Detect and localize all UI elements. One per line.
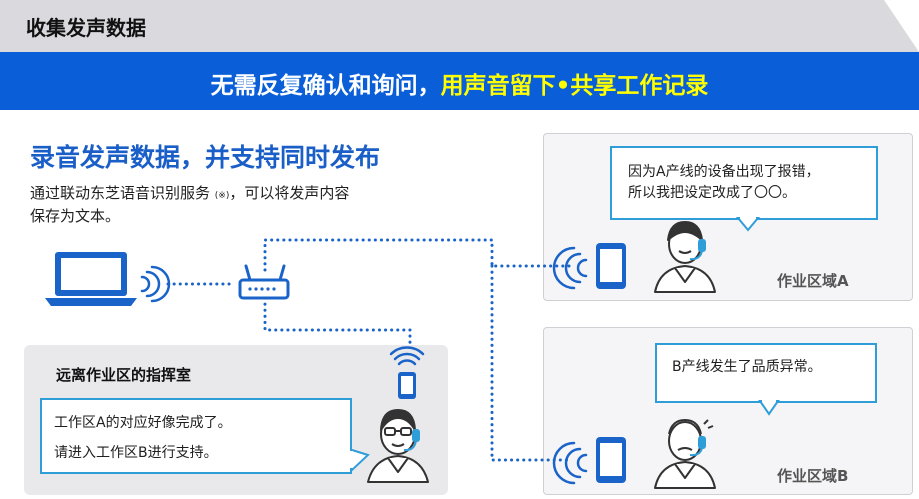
banner-text-plain: 无需反复确认和询问， [210, 73, 441, 99]
laptop-icon [45, 252, 137, 306]
banner-text-highlight: 用声音留下•共享工作记录 [440, 73, 709, 99]
headset-worker-icon [654, 221, 716, 293]
wifi-signal-icon [389, 346, 425, 366]
command-room-speech-bubble [40, 398, 352, 474]
wifi-signal-icon [552, 441, 588, 485]
header-bar [0, 0, 919, 52]
smartphone-icon [398, 372, 416, 399]
headset-worker-icon [654, 419, 716, 489]
command-room-label: 远离作业区的指挥室 [56, 366, 192, 384]
description-line-1: 通过联动东芝语音识别服务 (※)，可以将发声内容 [30, 182, 349, 203]
smartphone-icon [596, 437, 626, 483]
command-room-bubble-tail [351, 448, 370, 473]
zone-a-label: 作业区域A [777, 272, 849, 290]
zone-a-message-line-1: 因为A产线的设备出现了报错， [628, 164, 820, 180]
zone-b-label: 作业区域B [777, 467, 849, 485]
router-icon [238, 264, 290, 300]
headset-worker-icon [367, 409, 429, 483]
banner [0, 52, 919, 110]
zone-b-bubble-tail [758, 400, 780, 416]
section-headline: 录音发声数据，并支持同时发布 [30, 143, 381, 172]
connection-router-zone-a [263, 238, 574, 272]
connection-lines [166, 238, 574, 462]
description-line-2: 保存为文本。 [30, 207, 121, 225]
connection-router-command-room [263, 296, 412, 348]
command-room-message-line-1: 工作区A的对应好像完成了。 [54, 415, 232, 431]
footnote-mark: (※) [214, 191, 230, 201]
zone-a-bubble-tail [735, 217, 761, 232]
wifi-signal-icon [140, 265, 171, 303]
zone-a-message-line-2: 所以我把设定改成了〇〇。 [628, 185, 796, 201]
zone-b-message-line-1: B产线发生了品质异常。 [672, 359, 822, 375]
command-room-message-line-2: 请进入工作区B进行支持。 [54, 445, 218, 461]
header-notch [884, 0, 919, 52]
description-text-b: ，可以将发声内容 [229, 184, 350, 202]
connection-to-zone-b [490, 264, 572, 462]
page-title: 收集发声数据 [26, 16, 146, 40]
banner-text: 无需反复确认和询问，用声音留下•共享工作记录 [0, 66, 919, 100]
description-text-a: 通过联动东芝语音识别服务 [30, 184, 211, 202]
smartphone-icon [596, 243, 626, 289]
bubble-tails [349, 215, 780, 473]
wifi-signal-icon [552, 246, 588, 290]
